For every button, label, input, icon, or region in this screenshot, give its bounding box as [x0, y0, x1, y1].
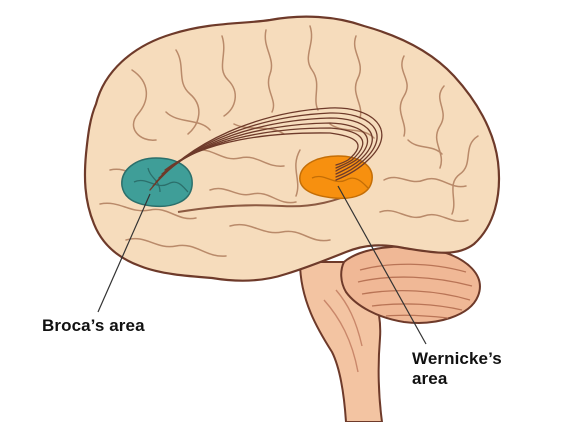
cerebellum-folia: [357, 263, 473, 319]
broca-leader-line: [97, 193, 151, 313]
cerebrum: [83, 15, 501, 282]
brain-folds: [99, 25, 479, 257]
wernicke-label-line1: Wernicke’s: [412, 349, 502, 368]
wernicke-label-line2: area: [412, 369, 448, 388]
arcuate-fasciculus: [149, 107, 383, 191]
wernicke-label: Wernicke’s area: [412, 349, 542, 389]
broca-label: Broca’s area: [42, 316, 145, 335]
wernicke-leader-line: [337, 185, 427, 345]
brainstem-crease: [323, 289, 363, 373]
lateral-sulcus: [177, 191, 357, 213]
